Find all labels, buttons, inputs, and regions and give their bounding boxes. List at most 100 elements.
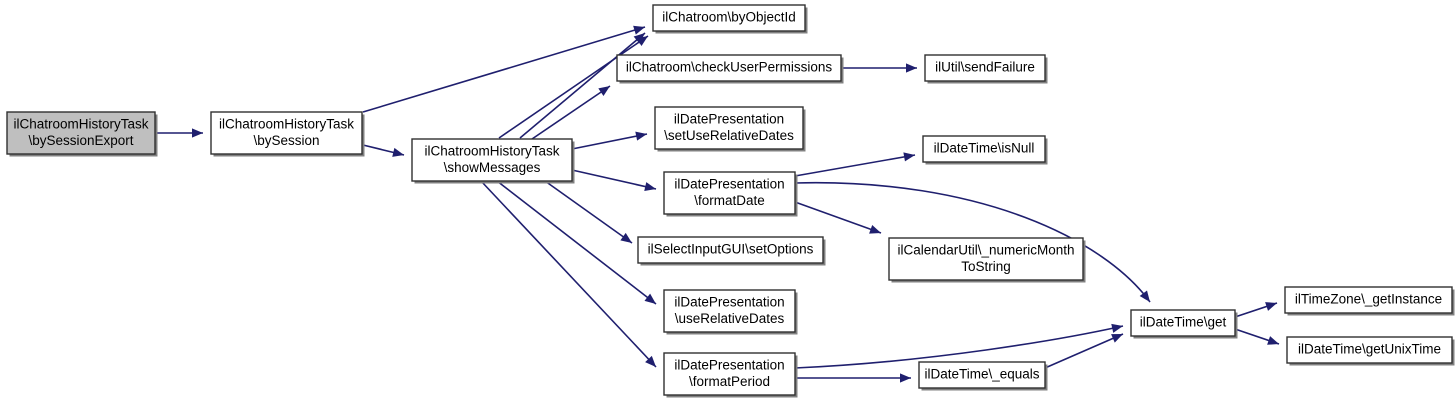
graph-node-getUnixTime[interactable]: ilDateTime\getUnixTime (1286, 336, 1455, 366)
arrowhead-icon (598, 86, 610, 96)
node-label-line: ilDatePresentation (674, 111, 784, 126)
node-label-line: ilUtil\sendFailure (935, 60, 1035, 75)
node-rect[interactable] (1286, 336, 1453, 364)
graph-node-showMessages[interactable]: ilChatroomHistoryTask \showMessages (411, 138, 575, 184)
edge-line (362, 26, 646, 113)
edge-line (794, 181, 1151, 303)
node-label-line: ilSelectInputGUI\setOptions (648, 242, 814, 257)
node-rect[interactable] (637, 236, 824, 264)
edge-get-to-getUnixTime (1234, 328, 1280, 345)
node-rect[interactable] (652, 4, 806, 32)
arrowhead-icon (644, 293, 656, 304)
edge-formatDate-to-numericMonthToString (794, 201, 882, 234)
graph-node-equals[interactable]: ilDateTime\_equals (918, 361, 1048, 391)
node-rect[interactable] (6, 111, 156, 155)
graph-node-setUseRelativeDates[interactable]: ilDatePresentation\setUseRelativeDates (654, 106, 806, 152)
node-label-line: ilCalendarUtil\_numericMonth (897, 242, 1074, 257)
edge-formatDate-to-isNull (794, 152, 916, 177)
arrowhead-icon (635, 131, 647, 141)
graph-node-checkUserPermissions[interactable]: ilChatroom\checkUserPermissions (616, 54, 844, 84)
edge-line (480, 180, 657, 368)
arrowhead-icon (903, 152, 915, 162)
graph-node-isNull[interactable]: ilDateTime\isNull (922, 135, 1048, 165)
node-label-line: ilDateTime\isNull (934, 141, 1035, 156)
edges-layer (157, 25, 1280, 383)
graph-node-byObjectId[interactable]: ilChatroom\byObjectId (652, 4, 808, 34)
node-rect[interactable] (888, 237, 1084, 281)
graph-node-sendFailure[interactable]: ilUtil\sendFailure (924, 54, 1048, 84)
node-label-line: ilChatroom\byObjectId (662, 10, 796, 25)
arrowhead-icon (1111, 334, 1123, 343)
edge-bySessionExport-to-bySession (157, 128, 203, 138)
node-rect[interactable] (922, 135, 1046, 163)
arrowhead-icon (1265, 302, 1277, 311)
edge-line (519, 32, 646, 139)
edge-showMessages-to-setUseRelativeDates (571, 131, 648, 150)
graph-node-getInstance[interactable]: ilTimeZone\_getInstance (1284, 286, 1455, 316)
edge-formatDate-to-get (794, 181, 1151, 303)
edge-showMessages-to-formatPeriod (480, 180, 657, 368)
nodes-layer: ilChatroomHistoryTask\bySessionExportilC… (6, 4, 1455, 398)
arrowhead-icon (1139, 290, 1150, 302)
node-label-line: \showMessages (444, 160, 541, 175)
arrowhead-icon (1267, 336, 1279, 345)
node-rect[interactable] (918, 361, 1046, 389)
arrowhead-icon (645, 355, 656, 367)
arrowhead-icon (392, 147, 404, 157)
edge-line (571, 169, 657, 190)
edge-line (498, 35, 649, 139)
edge-showMessages-to-byObjectId (519, 32, 646, 139)
graph-node-bySessionExport[interactable]: ilChatroomHistoryTask \bySessionExport (6, 111, 158, 157)
node-label-line: \formatDate (694, 193, 765, 208)
edge-line (496, 180, 657, 305)
node-rect[interactable] (654, 106, 804, 150)
node-rect[interactable] (616, 54, 842, 82)
node-rect[interactable] (210, 111, 363, 155)
arrowhead-icon (869, 224, 881, 234)
graph-node-formatDate[interactable]: ilDatePresentation \formatDate (663, 171, 798, 217)
node-label-line: \bySession (253, 133, 319, 148)
node-label-line: ilDatePresentation (674, 357, 784, 372)
node-label-line: ilChatroomHistoryTask (13, 116, 148, 131)
graph-node-setOptions[interactable]: ilSelectInputGUI\setOptions (637, 236, 826, 266)
arrowhead-icon (906, 63, 917, 73)
node-rect[interactable] (1284, 286, 1453, 314)
node-rect[interactable] (924, 54, 1046, 82)
node-label-line: ilDateTime\get (1140, 315, 1227, 330)
node-label-line: ilDatePresentation (674, 176, 784, 191)
edge-showMessages-to-formatDate (571, 169, 657, 192)
graph-node-formatPeriod[interactable]: ilDatePresentation \formatPeriod (663, 352, 798, 398)
edge-equals-to-get (1044, 333, 1124, 369)
node-rect[interactable] (1130, 309, 1236, 337)
node-label-line: ilChatroom\checkUserPermissions (626, 60, 833, 75)
node-label-line: ilChatroomHistoryTask (424, 143, 559, 158)
graph-node-bySession[interactable]: ilChatroomHistoryTask \bySession (210, 111, 365, 157)
node-rect[interactable] (663, 289, 796, 333)
edge-bySession-to-byObjectId (362, 25, 646, 113)
arrowhead-icon (620, 232, 632, 243)
edge-formatPeriod-to-equals (795, 373, 911, 383)
graph-node-get[interactable]: ilDateTime\get (1130, 309, 1238, 339)
node-label-line: ilDateTime\_equals (924, 367, 1039, 382)
edge-showMessages-to-useRelativeDates (496, 180, 657, 305)
arrowhead-icon (1111, 323, 1123, 333)
edge-get-to-getInstance (1234, 302, 1278, 318)
node-label-line: ilChatroomHistoryTask (219, 116, 354, 131)
arrowhead-icon (192, 128, 203, 138)
edge-line (544, 180, 633, 244)
graph-node-useRelativeDates[interactable]: ilDatePresentation\useRelativeDates (663, 289, 798, 335)
node-rect[interactable] (663, 171, 796, 215)
arrowhead-icon (900, 373, 911, 383)
node-label-line: \useRelativeDates (675, 311, 785, 326)
node-label-line: ToString (961, 259, 1011, 274)
node-label-line: \formatPeriod (689, 374, 770, 389)
edge-checkUserPermissions-to-sendFailure (841, 63, 917, 73)
node-label-line: \bySessionExport (28, 133, 133, 148)
arrowhead-icon (633, 33, 645, 44)
edge-line (1044, 333, 1124, 369)
node-rect[interactable] (663, 352, 796, 396)
node-rect[interactable] (411, 138, 573, 182)
